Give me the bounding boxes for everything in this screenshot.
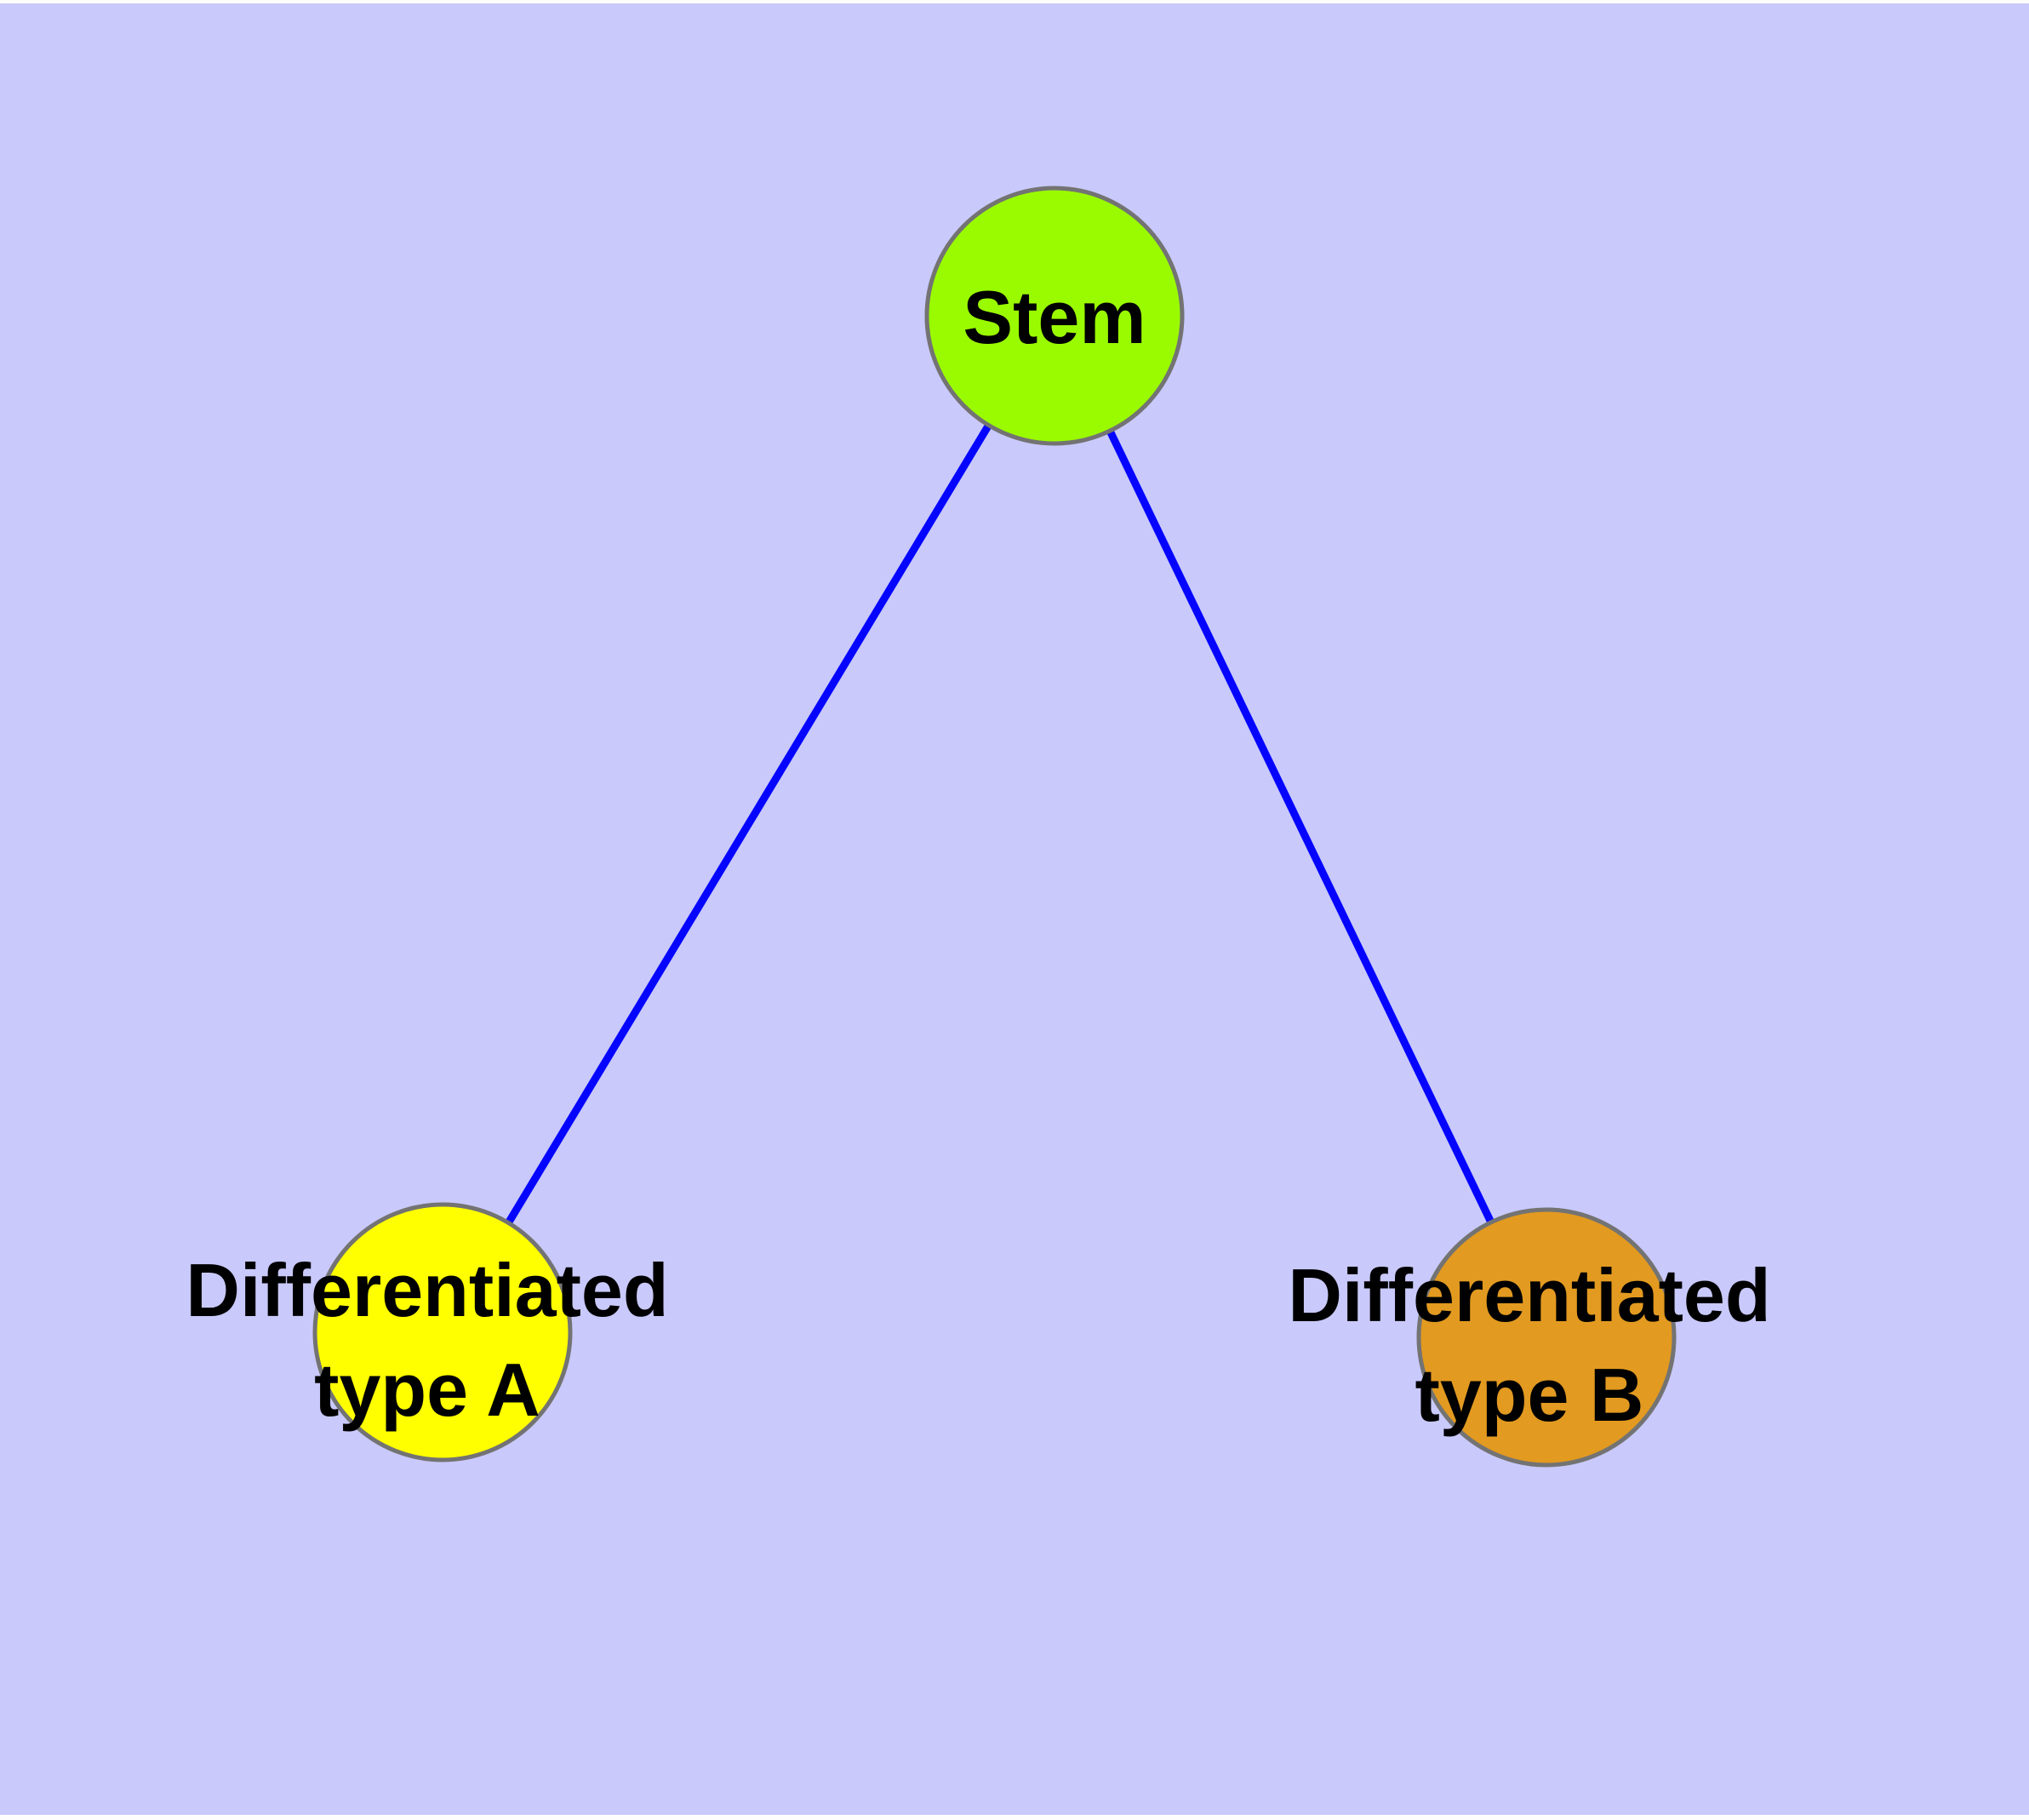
node-type-a-circle [312, 1202, 573, 1462]
canvas-edge-bottom [0, 1815, 2029, 1820]
node-type-b-circle [1416, 1207, 1677, 1468]
canvas-edge-top [0, 0, 2029, 3]
edge-stem-to-type-b [1050, 314, 1551, 1339]
node-stem-circle [924, 186, 1185, 446]
node-stem: Stem [924, 186, 1185, 446]
edge-stem-to-type-a [439, 313, 1058, 1335]
